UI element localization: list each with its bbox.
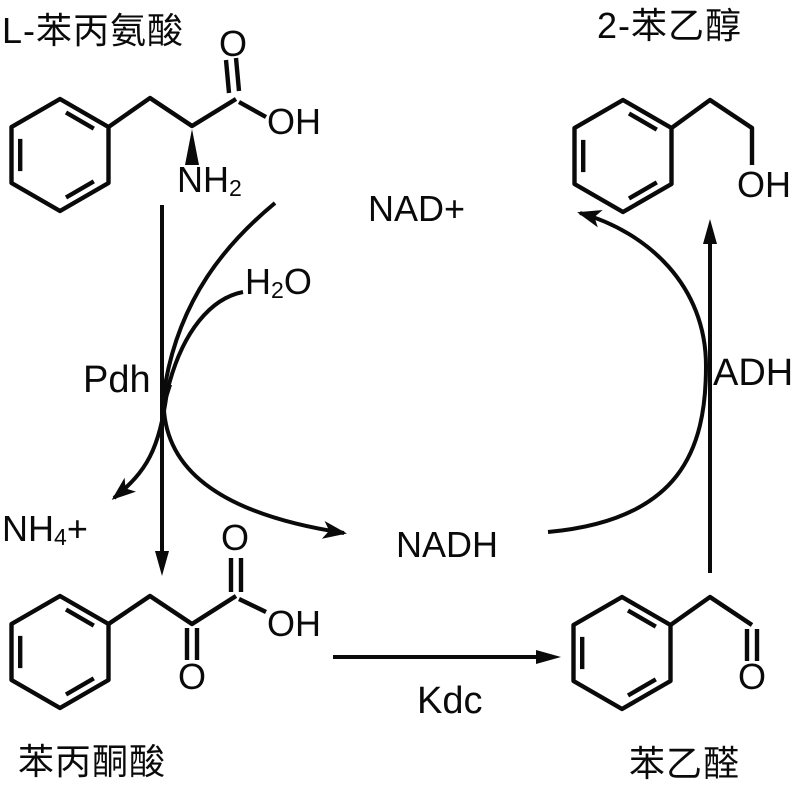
phenylalanine-title: L-苯丙氨酸 (2, 10, 185, 51)
structure-phenylacetaldehyde (574, 594, 760, 709)
structure-phenylethanol (575, 97, 755, 212)
bond-chain (670, 97, 755, 165)
enzyme-kdc-label: Kdc (417, 680, 483, 722)
phenylacetaldehyde-title: 苯乙醛 (629, 743, 741, 784)
phe-carbonyl-o-label: O (219, 23, 248, 64)
amine-nh: NH (177, 159, 229, 200)
nadh-label: NADH (396, 524, 499, 565)
pdh-arrowhead (155, 551, 169, 576)
aldehyde-double-bond (744, 629, 760, 661)
phenylethanol-title: 2-苯乙醇 (597, 5, 743, 46)
benzene-ring (574, 597, 671, 709)
ammonium-sub: 4 (54, 524, 67, 551)
curve-nad-to-nadh (161, 201, 347, 539)
curve-nadh-to-nad (547, 209, 709, 534)
ppa-keto-o-label: O (178, 656, 207, 697)
phe-amine-label: NH2 (177, 159, 242, 202)
benzene-ring (575, 100, 672, 212)
phe-hydroxyl-label: OH (267, 101, 321, 142)
kdc-arrowhead (536, 650, 561, 664)
water-sub: 2 (271, 277, 284, 304)
ppa-hydroxyl-label: OH (267, 603, 321, 644)
ppa-carboxyl-o-label: O (221, 517, 250, 558)
pe-hydroxyl-label: OH (737, 164, 791, 205)
phenylpyruvate-title: 苯丙酮酸 (18, 741, 167, 782)
ammonium-nh: NH (2, 508, 54, 549)
water-h: H (245, 261, 271, 302)
junction-arrowhead (160, 385, 172, 404)
structure-phenylpyruvate (12, 558, 267, 708)
enzyme-adh-label: ADH (713, 352, 794, 394)
carbonyl-double-bond (228, 558, 244, 592)
structure-phenylalanine (12, 57, 268, 211)
nad-plus-label: NAD+ (368, 188, 466, 229)
adh-arrowhead (703, 219, 717, 244)
water-label: H2O (245, 261, 312, 304)
ammonium-plus: + (66, 508, 88, 549)
reaction-arrows (155, 205, 717, 664)
amine-sub: 2 (229, 175, 242, 202)
bond-c-oh (237, 100, 268, 119)
benzene-ring (12, 596, 109, 708)
paa-aldehyde-o-label: O (738, 656, 767, 697)
carbonyl-double-bond (223, 57, 242, 94)
enzyme-pdh-label: Pdh (83, 359, 151, 401)
bond-c-oh (238, 597, 267, 614)
ammonium-label: NH4+ (2, 508, 88, 551)
wedge-bond-amine (185, 129, 199, 165)
keto-double-bond (184, 628, 200, 660)
bond-chain (107, 593, 238, 627)
benzene-ring (12, 99, 109, 211)
cofactor-curves (111, 201, 709, 539)
bond-chain (669, 594, 754, 627)
water-o: O (283, 261, 312, 302)
bond-chain (107, 95, 238, 129)
